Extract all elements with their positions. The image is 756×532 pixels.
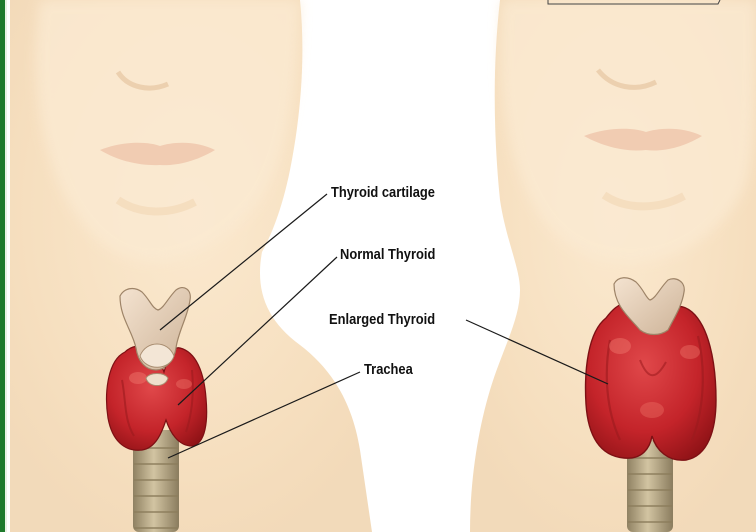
enlarged-neck-illustration	[470, 0, 756, 532]
trachea-label: Trachea	[364, 362, 413, 377]
enlarged-thyroid-label: Enlarged Thyroid	[329, 312, 435, 327]
thyroid-cartilage-label: Thyroid cartilage	[331, 185, 435, 200]
normal-neck-illustration	[10, 0, 372, 532]
left-border-highlight	[5, 0, 7, 532]
normal-thyroid-label: Normal Thyroid	[340, 247, 435, 262]
